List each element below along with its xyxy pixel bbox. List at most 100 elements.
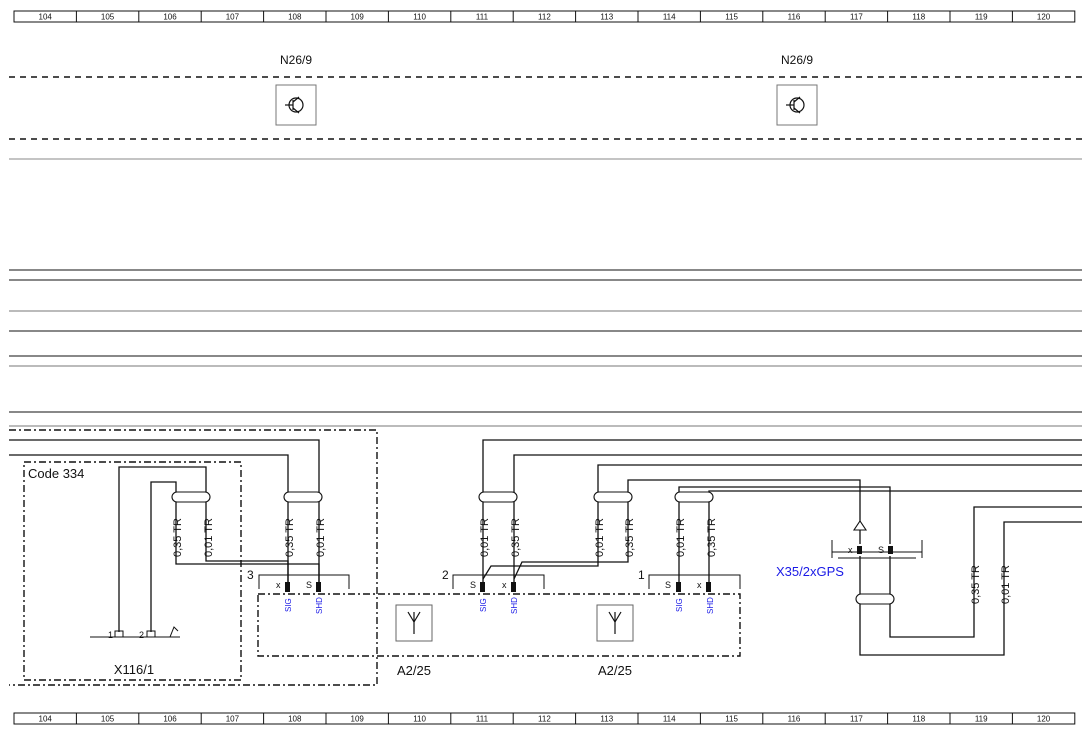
n26-right-unit[interactable] <box>776 84 818 126</box>
n26-left-label: N26/9 <box>280 53 312 67</box>
ruler-column-number: 109 <box>351 13 365 22</box>
ruler-column-number: 112 <box>538 13 551 22</box>
top-band <box>9 76 1082 160</box>
ruler-column-number: 117 <box>850 715 863 724</box>
ruler-column-number: 107 <box>226 715 240 724</box>
wire-label: 0,35 TR <box>970 565 982 604</box>
wire-labels: 0,35 TR 0,01 TR 0,35 TR 0,01 TR 0,01 TR … <box>172 518 1012 604</box>
pin-label: 2 <box>139 630 144 640</box>
ruler-column-number: 104 <box>39 715 53 724</box>
wire-label: 0,35 TR <box>510 518 522 557</box>
ruler-frame <box>13 712 1076 725</box>
pin-contact <box>511 582 516 592</box>
ruler-column-number: 116 <box>788 13 801 22</box>
pin-contact <box>888 546 893 554</box>
outer-boundary <box>9 429 378 686</box>
boundaries <box>9 429 741 686</box>
wires <box>9 439 1082 656</box>
ruler-column-number: 109 <box>351 715 365 724</box>
connector-3[interactable]: 3 x S SIG SHD <box>247 568 350 614</box>
pin-contact <box>706 582 711 592</box>
ruler-column-number: 110 <box>413 715 426 724</box>
ruler-column-number: 120 <box>1037 715 1051 724</box>
ruler-column-number: 111 <box>476 715 489 724</box>
ruler-column-number: 112 <box>538 715 551 724</box>
wire-label: 0,35 TR <box>706 518 718 557</box>
ruler-column-number: 118 <box>912 13 925 22</box>
n26-right-label: N26/9 <box>781 53 813 67</box>
connector-number: 2 <box>442 568 449 582</box>
ground-triangle-icon <box>852 520 868 531</box>
a225-left-unit[interactable] <box>395 604 433 642</box>
shd-label: SHD <box>510 597 519 614</box>
shd-label: SHD <box>315 597 324 614</box>
ruler-column-number: 106 <box>163 715 177 724</box>
ruler-column-number: 110 <box>413 13 426 22</box>
ruler-column-number: 106 <box>163 13 177 22</box>
transistor-icon <box>285 96 304 114</box>
connector-2[interactable]: 2 S x SIG SHD <box>442 568 545 614</box>
pin-label: S <box>470 580 476 590</box>
pin-contact <box>285 582 290 592</box>
ruler-column-number: 116 <box>788 715 801 724</box>
pin-contact <box>857 546 862 554</box>
shield-markers <box>171 491 895 605</box>
sig-label: SIG <box>479 598 488 612</box>
code-box <box>23 461 242 681</box>
ruler-column-number: 107 <box>226 13 240 22</box>
ruler-column-number: 108 <box>288 13 302 22</box>
pin-label: S <box>306 580 312 590</box>
n26-left-unit[interactable] <box>275 84 317 126</box>
pin-label: 1 <box>108 630 113 640</box>
sig-label: SIG <box>284 598 293 612</box>
wire-label: 0,35 TR <box>624 518 636 557</box>
ruler-column-number: 119 <box>975 13 988 22</box>
bus-lines <box>9 269 1082 427</box>
antenna-icon <box>407 611 421 634</box>
ruler-column-number: 113 <box>600 13 613 22</box>
a225-left-label: A2/25 <box>397 663 431 678</box>
pin-label: S <box>665 580 671 590</box>
ruler-frame <box>13 10 1076 23</box>
ruler-column-number: 117 <box>850 13 863 22</box>
ruler-column-number: 115 <box>725 13 738 22</box>
wire-label: 0,01 TR <box>594 518 606 557</box>
pin-label: x <box>276 580 281 590</box>
wire-label: 0,01 TR <box>675 518 687 557</box>
pin-contact <box>676 582 681 592</box>
x116-label: X116/1 <box>114 662 154 677</box>
pin-contact <box>316 582 321 592</box>
pin-label: x <box>848 545 853 555</box>
wire-label: 0,35 TR <box>284 518 296 557</box>
ruler-column-number: 108 <box>288 715 302 724</box>
wire-label: 0,35 TR <box>172 518 184 557</box>
x116-connector[interactable]: 1 2 <box>90 626 180 640</box>
antenna-icon <box>608 611 622 634</box>
ruler-column-number: 111 <box>476 13 489 22</box>
x35-connector[interactable]: x S <box>831 520 923 559</box>
ruler-column-number: 105 <box>101 13 115 22</box>
pin-label: x <box>502 580 507 590</box>
transistor-icon <box>786 96 805 114</box>
a225-right-label: A2/25 <box>598 663 632 678</box>
ruler-column-number: 120 <box>1037 13 1051 22</box>
ruler-column-number: 114 <box>663 13 676 22</box>
x35-label: X35/2xGPS <box>776 564 844 579</box>
wire-label: 0,01 TR <box>1000 565 1012 604</box>
ruler-column-number: 105 <box>101 715 115 724</box>
wire-label: 0,01 TR <box>315 518 327 557</box>
ruler-column-number: 115 <box>725 715 738 724</box>
pin-label: S <box>878 545 884 555</box>
connector-1[interactable]: 1 S x SIG SHD <box>638 568 741 614</box>
pin-label: x <box>697 580 702 590</box>
shd-label: SHD <box>706 597 715 614</box>
ruler-column-number: 113 <box>600 715 613 724</box>
ruler-column-number: 119 <box>975 715 988 724</box>
a225-right-unit[interactable] <box>596 604 634 642</box>
ruler-column-number: 118 <box>912 715 925 724</box>
connector-number: 3 <box>247 568 254 582</box>
ruler-column-number: 114 <box>663 715 676 724</box>
